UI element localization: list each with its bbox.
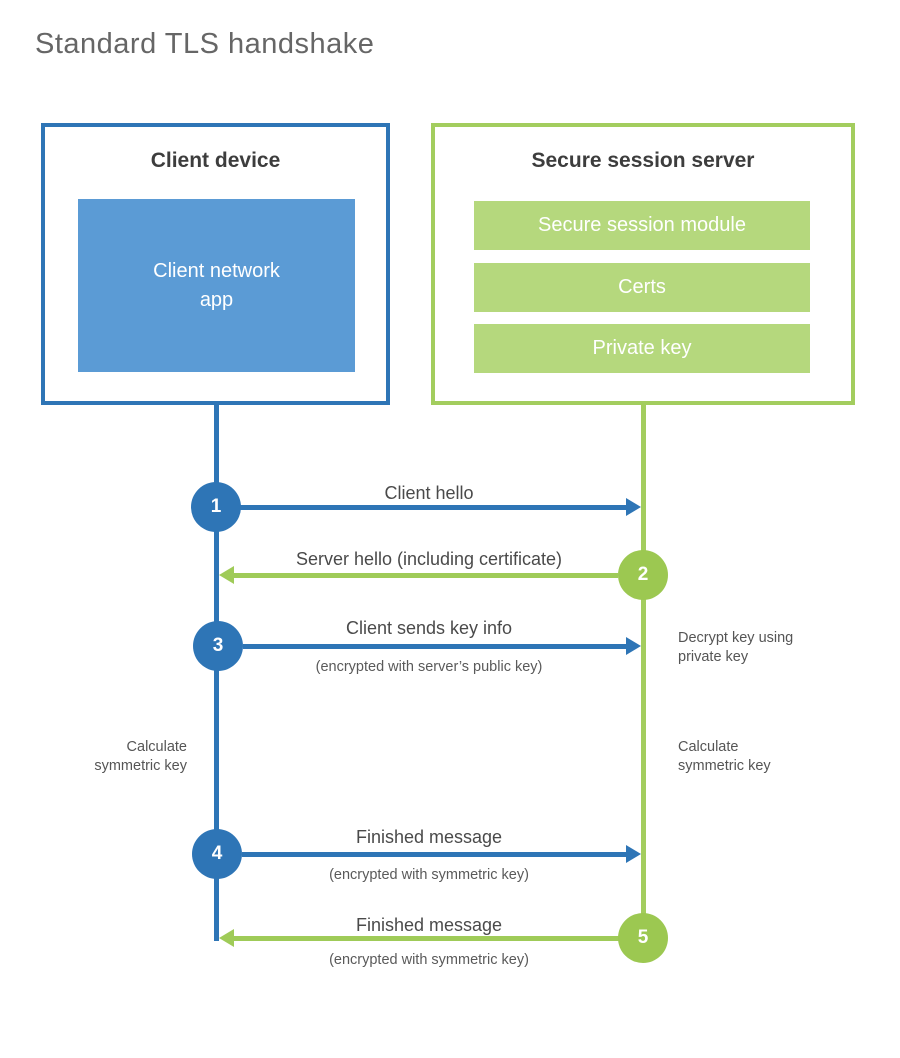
step-5-sublabel: (encrypted with symmetric key) [329, 952, 529, 968]
step-3-circle: 3 [193, 621, 243, 671]
arrow-right-icon [626, 637, 641, 655]
client-lifeline [214, 405, 219, 941]
client-device-title: Client device [150, 149, 281, 172]
server-module-certs: Certs [474, 263, 810, 312]
step-1-label: Client hello [384, 483, 474, 503]
client-network-app-rect: Client network app [78, 199, 355, 372]
step-5-label: Finished message [355, 915, 503, 935]
note-calculate-symmetric-key-client: Calculate symmetric key [94, 739, 187, 774]
server-box-title: Secure session server [531, 149, 755, 172]
note-decrypt-key: Decrypt key using private key [678, 630, 794, 665]
arrow-right-icon [626, 845, 641, 863]
step-4-label: Finished message [355, 827, 503, 847]
step-2-arrow [233, 572, 618, 578]
step-2-label: Server hello (including certificate) [295, 549, 563, 569]
step-5-circle: 5 [618, 913, 668, 963]
server-module-secure-session: Secure session module [474, 201, 810, 250]
note-calculate-symmetric-key-server: Calculate symmetric key [678, 739, 771, 774]
step-3-arrow [243, 643, 627, 649]
step-1-arrow [239, 504, 628, 510]
arrow-right-icon [626, 498, 641, 516]
step-1-circle: 1 [191, 482, 241, 532]
step-5-arrow [233, 935, 619, 941]
page-title: Standard TLS handshake [35, 28, 375, 60]
server-lifeline [641, 405, 646, 938]
step-4-arrow [242, 851, 627, 857]
arrow-left-icon [219, 929, 234, 947]
step-4-circle: 4 [192, 829, 242, 879]
step-3-label: Client sends key info [345, 618, 513, 638]
step-3-sublabel: (encrypted with server’s public key) [315, 659, 543, 675]
arrow-left-icon [219, 566, 234, 584]
step-4-sublabel: (encrypted with symmetric key) [329, 867, 529, 883]
server-module-private-key: Private key [474, 324, 810, 373]
step-2-circle: 2 [618, 550, 668, 600]
